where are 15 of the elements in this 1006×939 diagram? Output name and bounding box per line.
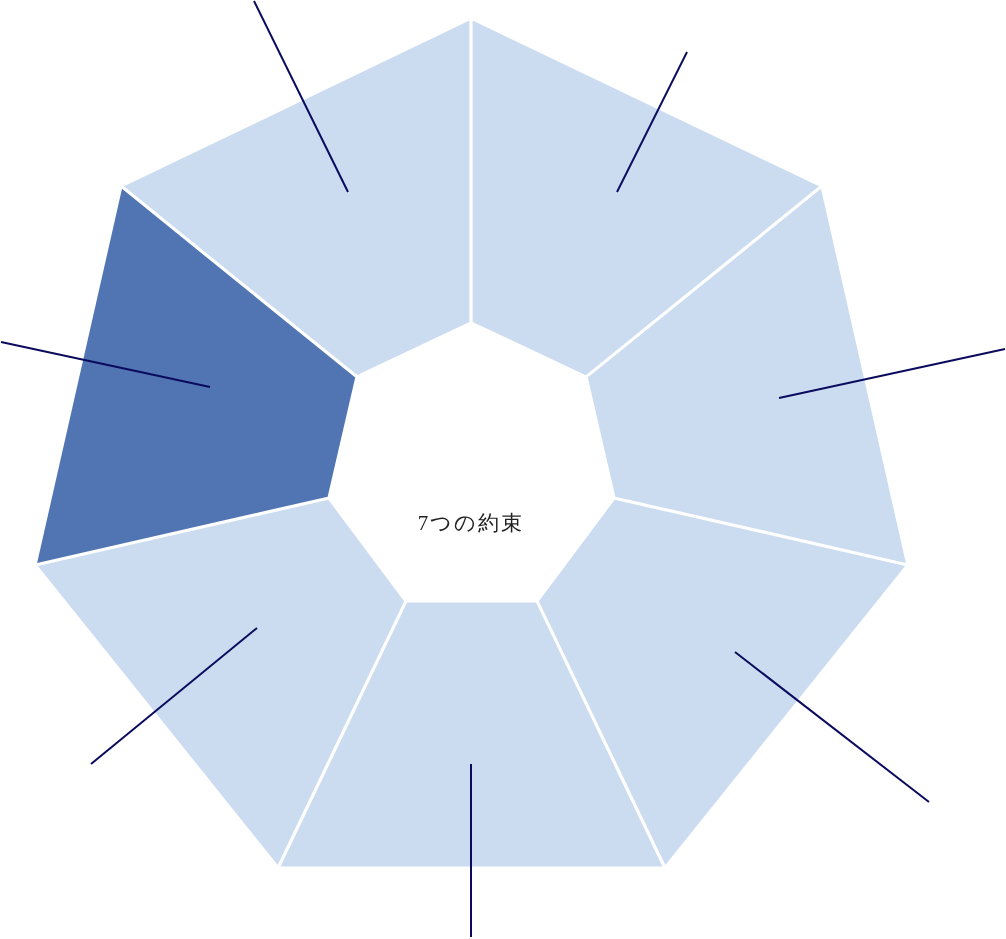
leader-line [778, 348, 1006, 399]
leader-line [0, 341, 211, 388]
diagram-segment [587, 188, 906, 563]
leader-line [470, 763, 472, 938]
center-caption: 7つの約束 [417, 510, 525, 536]
diagram-segment [123, 20, 470, 376]
diagram-segment [472, 20, 819, 376]
leader-line [734, 651, 930, 803]
leader-line [90, 627, 258, 765]
diagram-segment [37, 499, 405, 865]
diagram-segment [37, 188, 356, 563]
leader-line [616, 51, 688, 193]
leader-line [253, 0, 349, 193]
diagram-segment [538, 499, 906, 865]
diagram-segment [280, 602, 663, 867]
